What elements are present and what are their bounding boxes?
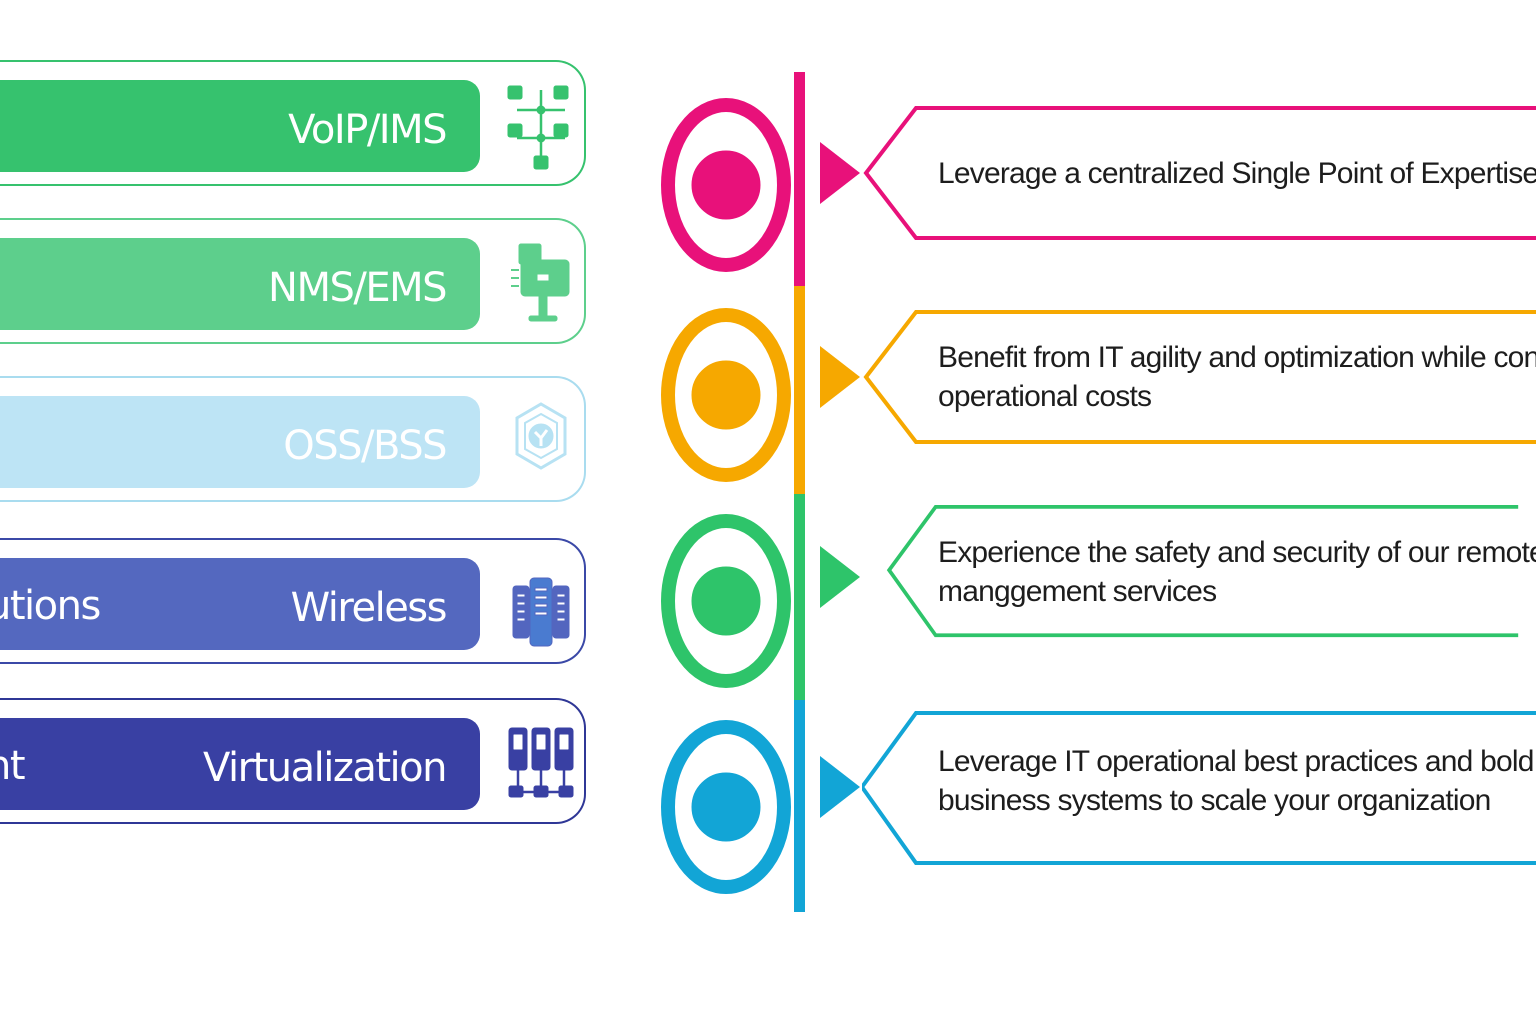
benefit-line: manggement services	[938, 575, 1217, 608]
benefit-text: Benefit from IT agility and optimization…	[938, 310, 1536, 444]
pointer-arrow	[820, 756, 860, 818]
pointer-arrow	[820, 346, 860, 408]
category-label: Virtualization	[203, 745, 447, 791]
category-label: Wireless	[290, 585, 448, 631]
category-pill: nt Virtualization	[0, 718, 480, 810]
benefit-line: Experience the safety and security of ou…	[938, 536, 1536, 569]
target-marker	[660, 307, 792, 483]
benefit-line: Leverage IT operational best practices a…	[938, 745, 1534, 778]
benefit-line: Leverage a centralized Single Point of E…	[938, 156, 1536, 190]
category-frame	[0, 60, 586, 186]
pointer-arrow	[820, 546, 860, 608]
spine-segment	[794, 700, 805, 912]
spine-segment	[794, 494, 805, 700]
category-left-fragment: nt	[0, 743, 26, 789]
target-marker	[660, 97, 792, 273]
spine-segment	[794, 286, 805, 494]
category-label: NMS/EMS	[268, 265, 447, 311]
benefit-card: Experience the safety and security of ou…	[862, 505, 1536, 639]
signpost-terminal-icon	[503, 230, 579, 330]
benefit-line: operational costs	[938, 380, 1152, 413]
hexagon-shield-icon	[503, 388, 579, 488]
category-frame	[0, 218, 586, 344]
benefit-line: Benefit from IT agility and optimization…	[938, 341, 1536, 374]
benefit-card: Leverage IT operational best practices a…	[862, 711, 1536, 865]
benefit-card: Benefit from IT agility and optimization…	[862, 310, 1536, 444]
benefit-card: Leverage a centralized Single Point of E…	[862, 106, 1536, 240]
category-label: OSS/BSS	[283, 423, 447, 469]
benefit-text: Experience the safety and security of ou…	[938, 505, 1536, 639]
category-label: VoIP/IMS	[288, 107, 447, 153]
pointer-arrow	[820, 142, 860, 204]
benefit-text: Leverage a centralized Single Point of E…	[938, 106, 1536, 240]
category-frame	[0, 376, 586, 502]
linked-servers-icon	[503, 710, 579, 810]
category-pill: NMS/EMS	[0, 238, 480, 330]
category-frame	[0, 698, 586, 824]
network-tree-icon	[503, 72, 579, 172]
benefit-text: Leverage IT operational best practices a…	[938, 711, 1536, 851]
target-marker	[660, 719, 792, 895]
target-marker	[660, 513, 792, 689]
category-frame	[0, 538, 586, 664]
category-left-fragment: utions	[0, 583, 101, 629]
benefit-line: business systems to scale your organizat…	[938, 784, 1491, 817]
server-rack-icon	[503, 550, 579, 650]
category-pill: utions Wireless	[0, 558, 480, 650]
category-pill: OSS/BSS	[0, 396, 480, 488]
category-pill: VoIP/IMS	[0, 80, 480, 172]
spine-segment	[794, 72, 805, 286]
